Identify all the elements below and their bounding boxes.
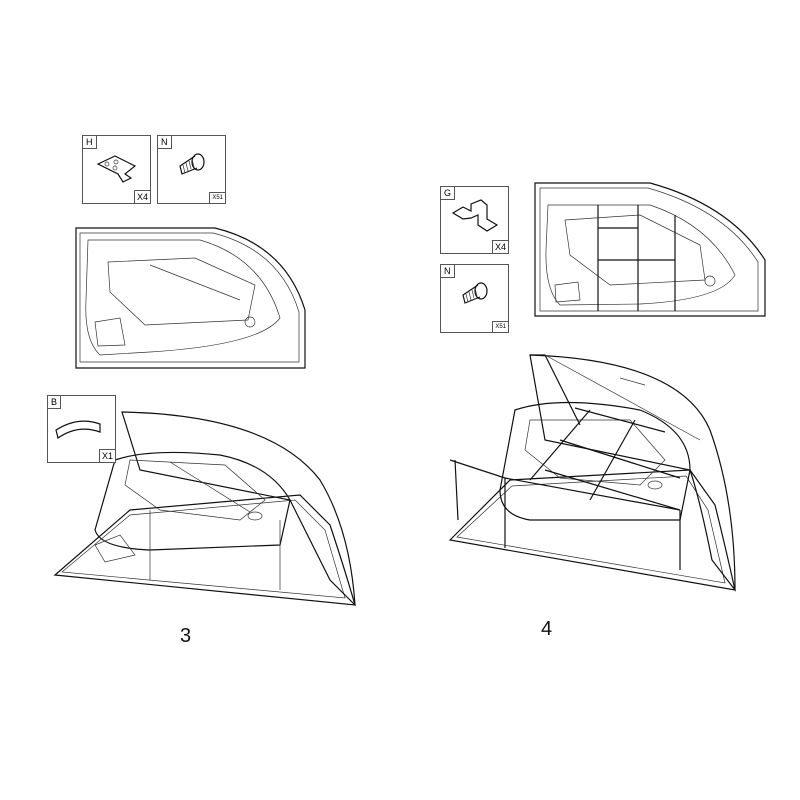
part-h-box: H X4 [82, 135, 151, 204]
part-quantity: X4 [491, 240, 509, 254]
part-letter: G [440, 186, 456, 200]
part-n-box: N X51 [440, 264, 509, 333]
part-quantity: X51 [492, 321, 509, 333]
step3-tub-iso-view [53, 411, 356, 607]
part-b-box: B X1 [47, 395, 116, 463]
part-n-box: N X51 [157, 135, 226, 204]
part-letter: N [440, 264, 455, 278]
screw-icon [179, 153, 205, 175]
bracket-plate-icon [96, 155, 137, 183]
screw-icon [462, 282, 488, 304]
part-quantity: X1 [98, 449, 116, 463]
part-g-box: G X4 [440, 186, 509, 254]
step-number: 3 [180, 625, 192, 647]
part-letter: H [82, 135, 97, 149]
step4-tub-iso-view [448, 354, 736, 592]
part-letter: B [47, 395, 62, 409]
step-number: 4 [541, 618, 553, 640]
step4-tub-top-view [534, 182, 766, 317]
part-letter: N [157, 135, 172, 149]
step3-tub-top-view [75, 227, 306, 369]
part-quantity: X51 [209, 192, 226, 204]
part-quantity: X4 [133, 190, 151, 204]
z-bracket-icon [451, 199, 499, 232]
curved-strip-icon [55, 420, 101, 439]
